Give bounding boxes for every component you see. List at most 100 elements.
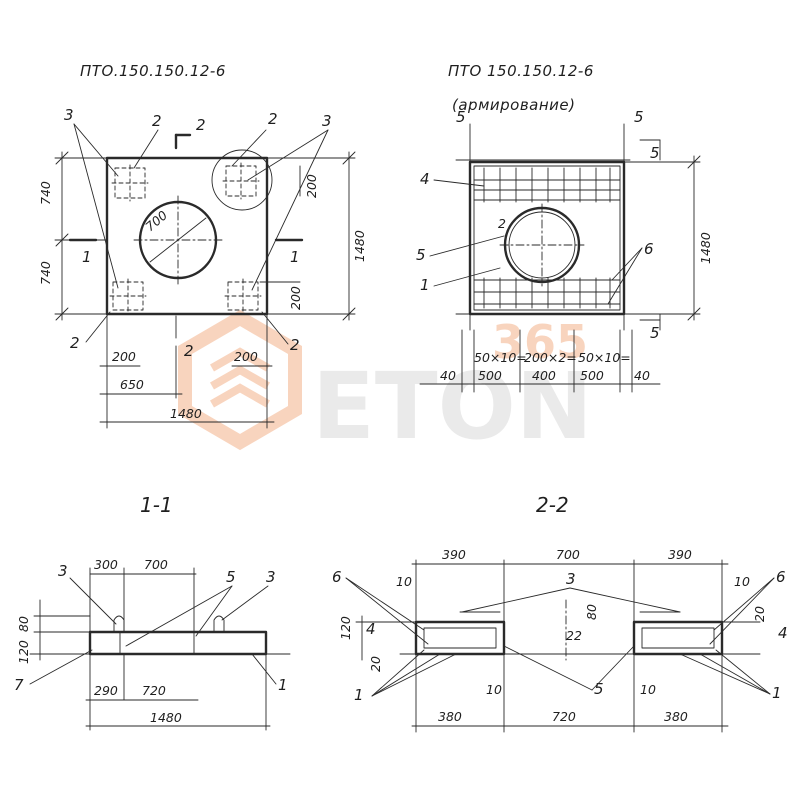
- section-2-cage-right: [641, 627, 715, 649]
- section-2-dim-10-top-left: 10: [396, 574, 412, 589]
- section-2-dim-700: 700: [556, 547, 580, 562]
- diameter-line: [149, 217, 207, 263]
- section-2-pos-4-right: 4: [778, 624, 788, 642]
- plan-right-pos-6: 6: [644, 240, 654, 258]
- section-2-pos-6-left: 6: [332, 568, 342, 586]
- section-2-dim-20-right: 20: [752, 606, 767, 622]
- plan-right-pos-5-top-right: 5: [634, 108, 644, 126]
- section-1-dim-1480: 1480: [150, 710, 182, 725]
- section-2-slab-left: [414, 620, 506, 656]
- section-2-dim-380-left: 380: [438, 709, 462, 724]
- plan-left-pos-2-cut: 2: [196, 116, 206, 134]
- plan-left-view: ПТО.150.150.12-6 740 740: [38, 62, 367, 429]
- dim-200-bottom-right: 200: [234, 349, 258, 364]
- section-2-pos-1-right: 1: [772, 684, 782, 702]
- section-1-view: 1-1 80 120 300 700 3 5 3 7 1: [14, 493, 291, 731]
- section-1-title: 1-1: [140, 493, 173, 517]
- section-1-leaders: [29, 577, 277, 685]
- section-1-dim-290: 290: [94, 683, 118, 698]
- section-2-dim-80: 80: [584, 604, 599, 620]
- plan-left-leaders: [73, 123, 329, 345]
- plan-right-pos-5-top-left: 5: [456, 108, 466, 126]
- plan-right-dim-spacing-right: 50×10=: [578, 350, 631, 365]
- plan-right-title: ПТО 150.150.12-6: [448, 62, 594, 80]
- section-1-slab: [88, 630, 268, 656]
- section-1-pos-7: 7: [14, 676, 24, 694]
- section-2-dim-10-top-right: 10: [734, 574, 750, 589]
- section-2-pos-4-left: 4: [366, 620, 376, 638]
- section-1-dim-300: 300: [94, 557, 118, 572]
- dim-650: 650: [120, 377, 144, 392]
- plan-right-dim-spacing-mid: 200×2=: [524, 350, 577, 365]
- section-1-dim-80: 80: [16, 616, 31, 632]
- section-1-pos-3-left: 3: [58, 562, 68, 580]
- watermark-number: 365: [492, 315, 588, 369]
- section-2-pos-6-right: 6: [776, 568, 786, 586]
- plan-right-pos-5-right-top: 5: [650, 144, 660, 162]
- plan-right-dim-spacing-left: 50×10=: [474, 350, 527, 365]
- section-2-dim-20-left: 20: [368, 656, 383, 672]
- plan-left-pos-2-top-right: 2: [268, 110, 278, 128]
- section-2-pos-5: 5: [594, 680, 604, 698]
- plan-right-dim-40-left: 40: [440, 368, 456, 383]
- section-2-dim-22: 22: [566, 628, 582, 643]
- dim-1480-right: 1480: [352, 230, 367, 262]
- section-2-view: 2-2 390 700 390 10 10 120 80 20 20 22 6 …: [332, 493, 788, 733]
- section-2-cage-left: [423, 627, 497, 649]
- plan-left-pos-3-right: 3: [322, 112, 332, 130]
- reinforcement-cage: [468, 160, 626, 316]
- plan-right-pos-5-left: 5: [416, 246, 426, 264]
- section-2-dim-390-right: 390: [668, 547, 692, 562]
- insert-detail-circle: [211, 149, 273, 211]
- section-1-pos-5: 5: [226, 568, 236, 586]
- plan-left-title: ПТО.150.150.12-6: [80, 62, 226, 80]
- dim-200-right-bottom: 200: [288, 286, 303, 310]
- section-2-pos-3: 3: [566, 570, 576, 588]
- section-2-dim-10-bottom-right: 10: [640, 682, 656, 697]
- dim-740-top: 740: [38, 181, 53, 205]
- section-2-dim-720: 720: [552, 709, 576, 724]
- plan-right-dim-500-right: 500: [580, 368, 604, 383]
- plan-left-pos-2-bottom-right: 2: [290, 336, 300, 354]
- section-2-pos-1-left: 1: [354, 686, 364, 704]
- plan-right-pos-5-right-bottom: 5: [650, 324, 660, 342]
- section-1-dim-700: 700: [144, 557, 168, 572]
- section-2-title: 2-2: [536, 493, 569, 517]
- section-2-dim-380-right: 380: [664, 709, 688, 724]
- cut-mark-right: 1: [290, 248, 300, 266]
- section-2-dim-120: 120: [338, 616, 353, 640]
- lifting-inserts: [109, 162, 262, 314]
- dim-740-bottom: 740: [38, 261, 53, 285]
- plan-right-leaders: [429, 139, 661, 331]
- section-1-pos-3-right: 3: [266, 568, 276, 586]
- plan-left-pos-2-top-left: 2: [152, 112, 162, 130]
- watermark: ETON 365: [178, 309, 593, 460]
- slab-outline: [105, 156, 269, 316]
- plan-left-pos-3-left: 3: [64, 106, 74, 124]
- plan-left-pos-2-bottom-cut: 2: [184, 342, 194, 360]
- section-1-dim-120: 120: [16, 640, 31, 664]
- dim-200-right-top: 200: [304, 174, 319, 198]
- watermark-logo-icon: [178, 309, 302, 451]
- plan-right-pos-4: 4: [420, 170, 430, 188]
- section-1-dim-720: 720: [142, 683, 166, 698]
- cut-mark-left: 1: [82, 248, 92, 266]
- top-mesh: [473, 167, 621, 203]
- section-2-dim-10-bottom-left: 10: [486, 682, 502, 697]
- plan-right-dim-500-left: 500: [478, 368, 502, 383]
- section-2-leaders: [345, 577, 775, 697]
- plan-right-subtitle: (армирование): [452, 96, 576, 114]
- bottom-mesh: [473, 277, 621, 309]
- section-2-dim-390-left: 390: [442, 547, 466, 562]
- plan-right-dim-40-right: 40: [634, 368, 650, 383]
- dim-200-bottom-left: 200: [112, 349, 136, 364]
- plan-left-pos-2-bottom-left: 2: [70, 334, 80, 352]
- plan-right-pos-1: 1: [420, 276, 430, 294]
- section-1-loop-right: [213, 615, 225, 633]
- plan-right-pos-2: 2: [498, 216, 506, 231]
- section-1-pos-1: 1: [278, 676, 288, 694]
- dim-700-diameter: 700: [142, 207, 170, 234]
- dim-1480-bottom: 1480: [170, 406, 202, 421]
